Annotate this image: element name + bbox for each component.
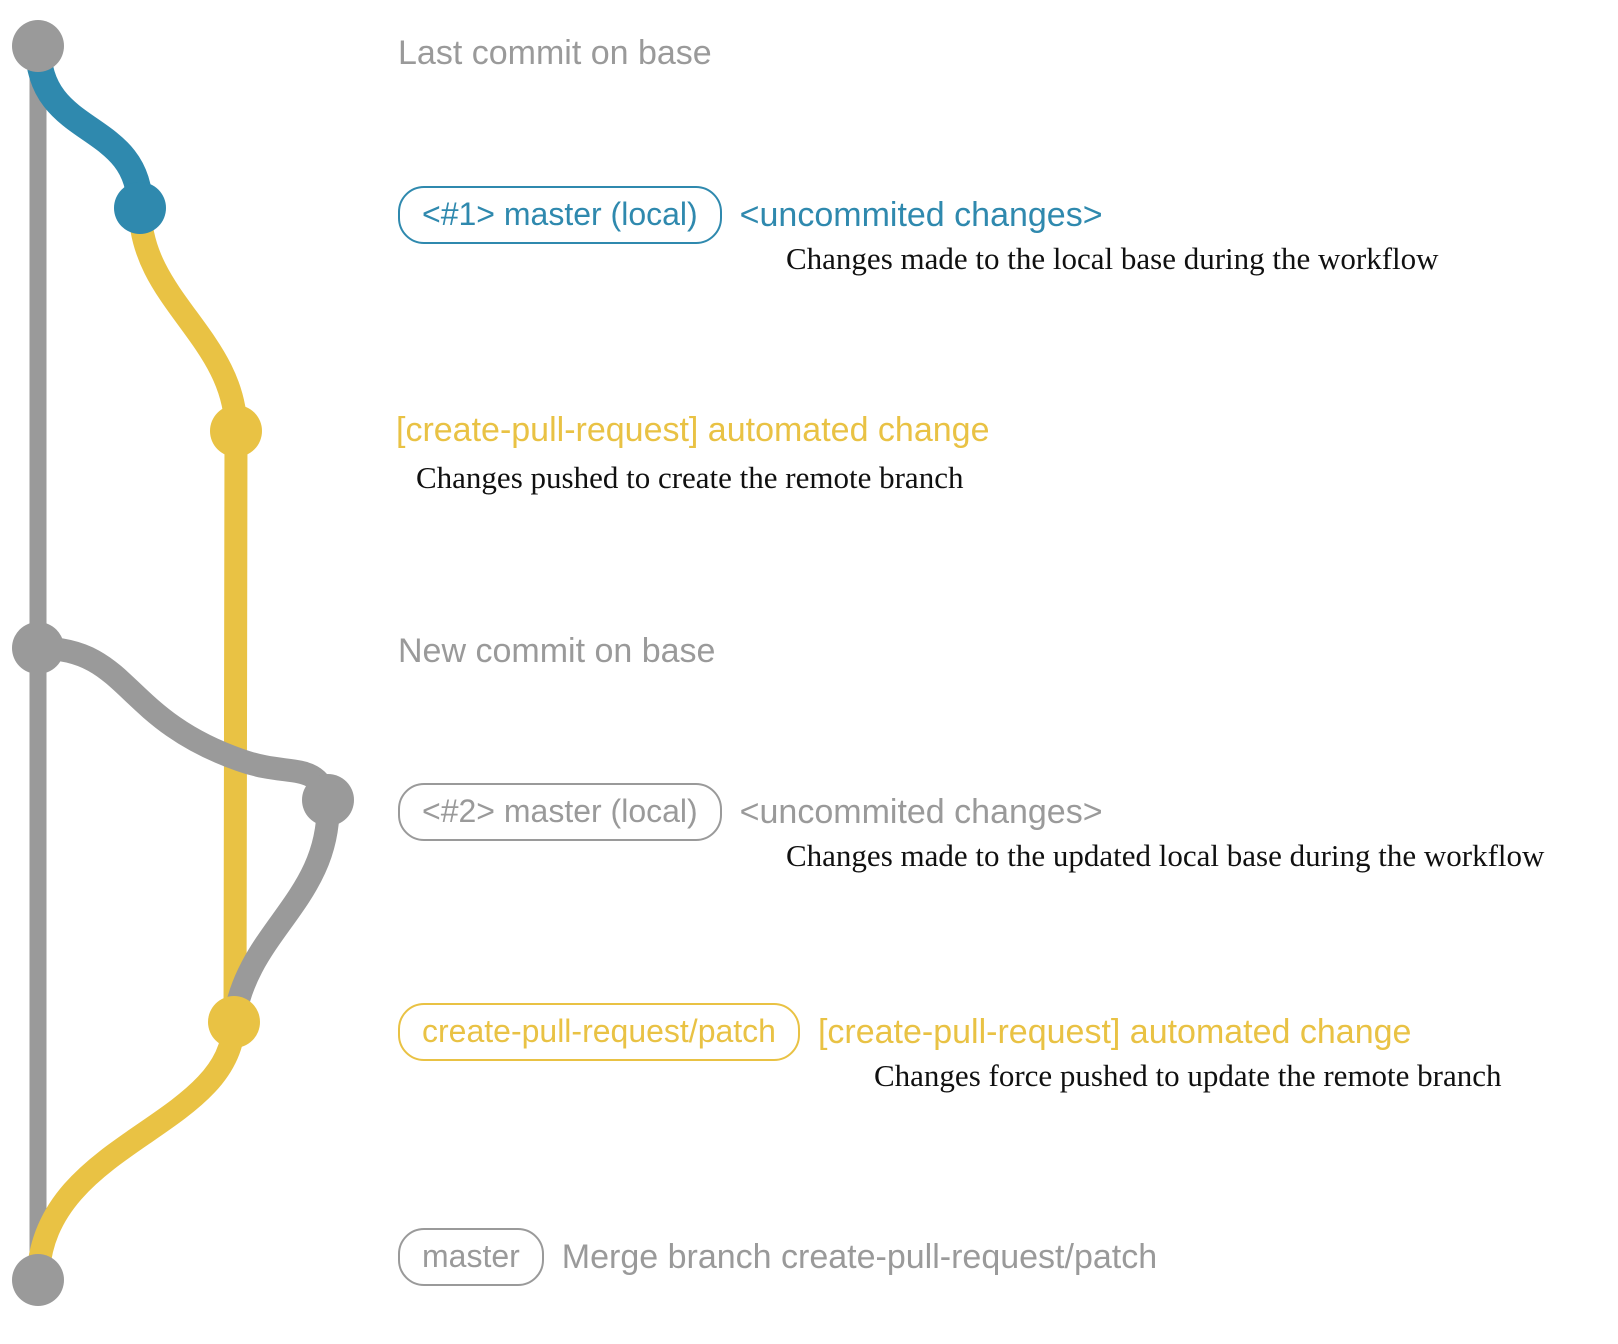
commit-node-base-last[interactable] <box>12 20 64 72</box>
edge-base-to-local1 <box>25 33 153 221</box>
branch-badge-master-local-2[interactable]: <#2> master (local) <box>398 783 722 841</box>
edge-local1-to-patch1 <box>128 196 248 443</box>
edge-local2-to-patch2 <box>222 788 340 1034</box>
row-automated-change-1: [create-pull-request] automated change <box>396 413 989 447</box>
row-description-automated-change-1: Changes pushed to create the remote bran… <box>416 460 964 495</box>
commit-subject-automated-change-1: [create-pull-request] automated change <box>396 411 990 449</box>
edge-patch2-to-merge <box>26 1010 246 1292</box>
row-master-local-2: <#2> master (local) <uncommited changes> <box>398 783 1103 841</box>
commit-subject-last-commit-on-base: Last commit on base <box>398 34 712 72</box>
commit-subject-master-local-2: <uncommited changes> <box>739 793 1103 831</box>
commit-subject-patch-branch: [create-pull-request] automated change <box>817 1013 1412 1051</box>
commit-node-patch-1[interactable] <box>210 405 262 457</box>
commit-node-local-2[interactable] <box>302 774 354 826</box>
branch-badge-create-pull-request-patch[interactable]: create-pull-request/patch <box>398 1003 800 1061</box>
row-patch-branch: create-pull-request/patch [create-pull-r… <box>398 1003 1411 1061</box>
row-last-commit-on-base: Last commit on base <box>398 36 712 70</box>
commit-subject-master-merge: Merge branch create-pull-request/patch <box>561 1238 1158 1276</box>
row-description-patch-branch: Changes force pushed to update the remot… <box>874 1058 1502 1093</box>
commit-node-local-1[interactable] <box>114 182 166 234</box>
edge-basenew-to-local2 <box>26 636 340 812</box>
branch-badge-master-local-1[interactable]: <#1> master (local) <box>398 186 722 244</box>
branch-badge-master[interactable]: master <box>398 1228 544 1286</box>
row-description-master-local-2: Changes made to the updated local base d… <box>786 838 1545 873</box>
row-master-local-1: <#1> master (local) <uncommited changes> <box>398 186 1103 244</box>
row-description-master-local-1: Changes made to the local base during th… <box>786 241 1439 276</box>
commit-node-merge[interactable] <box>12 1254 64 1306</box>
commit-subject-master-local-1: <uncommited changes> <box>739 196 1103 234</box>
row-master-merge: master Merge branch create-pull-request/… <box>398 1228 1157 1286</box>
commit-subject-new-commit-on-base: New commit on base <box>398 632 716 670</box>
commit-node-base-new[interactable] <box>12 622 64 674</box>
edge-patch-lane <box>223 419 248 1034</box>
row-new-commit-on-base: New commit on base <box>398 634 715 668</box>
commit-node-patch-2[interactable] <box>208 996 260 1048</box>
